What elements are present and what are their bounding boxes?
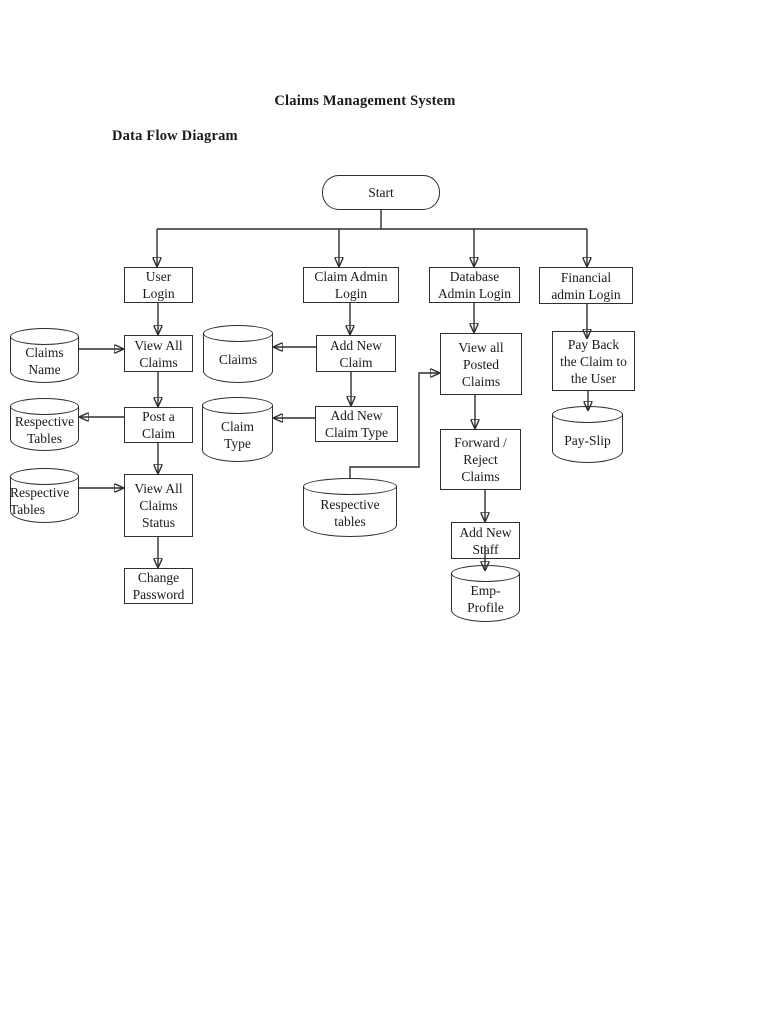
datastore-pay-slip: Pay-Slip [552,406,623,463]
node-add-new-claim-type: Add New Claim Type [315,406,398,442]
datastore-respective-tables-3: Respective tables [303,478,397,537]
datastore-claim-type-label: Claim Type [221,419,254,451]
diagram-subtitle: Data Flow Diagram [112,128,238,144]
node-add-new-staff-label: Add New Staff [459,524,512,557]
node-view-all-claims-status: View All Claims Status [124,474,193,537]
node-view-all-claims: View All Claims [124,335,193,372]
cylinder-top-ellipse [10,398,79,415]
datastore-respective-tables-2-label: Respective Tables [10,485,70,517]
datastore-claim-type: Claim Type [202,397,273,462]
datastore-claims-label: Claims [218,352,258,367]
datastore-respective-tables-1: Respective Tables [10,398,79,451]
cylinder-top-ellipse [303,478,397,495]
cylinder-top-ellipse [202,397,273,414]
node-claim-admin-login: Claim Admin Login [303,267,399,303]
node-view-all-claims-status-label: View All Claims Status [134,481,183,530]
cylinder-top-ellipse [10,328,79,345]
node-view-all-posted-claims-label: View all Posted Claims [458,339,504,389]
page-title: Claims Management System [274,93,456,109]
datastore-respective-tables-3-label: Respective tables [320,497,380,529]
node-view-all-posted-claims: View all Posted Claims [440,333,522,395]
datastore-respective-tables-2: Respective Tables [10,468,79,523]
node-add-new-claim-label: Add New Claim [329,337,383,370]
node-financial-admin-login: Financial admin Login [539,267,633,304]
datastore-pay-slip-label: Pay-Slip [564,432,611,448]
node-start-label: Start [368,185,394,200]
node-financial-admin-login-label: Financial admin Login [551,269,621,302]
node-change-password: Change Password [124,568,193,604]
node-add-new-staff: Add New Staff [451,522,520,559]
node-start: Start [322,175,440,210]
datastore-emp-profile: Emp- Profile [451,565,520,622]
node-add-new-claim-type-label: Add New Claim Type [325,408,388,440]
datastore-claims: Claims [203,325,273,383]
node-claim-admin-login-label: Claim Admin Login [314,269,388,301]
node-post-a-claim: Post a Claim [124,407,193,443]
node-pay-back-claim: Pay Back the Claim to the User [552,331,635,391]
datastore-claims-name-label: Claims Name [25,345,64,377]
node-post-a-claim-label: Post a Claim [142,409,175,441]
node-database-admin-login: Database Admin Login [429,267,520,303]
node-user-login-label: User Login [142,269,175,301]
node-database-admin-login-label: Database Admin Login [437,269,512,301]
node-add-new-claim: Add New Claim [316,335,396,372]
node-view-all-claims-label: View All Claims [134,337,183,370]
node-forward-reject-claims-label: Forward / Reject Claims [454,435,507,484]
node-user-login: User Login [124,267,193,303]
node-change-password-label: Change Password [132,570,185,602]
datastore-claims-name: Claims Name [10,328,79,383]
node-forward-reject-claims: Forward / Reject Claims [440,429,521,490]
node-pay-back-claim-label: Pay Back the Claim to the User [560,336,627,386]
cylinder-top-ellipse [203,325,273,342]
cylinder-shape [203,333,273,383]
cylinder-shape [552,414,623,463]
cylinder-top-ellipse [10,468,79,485]
datastore-respective-tables-1-label: Respective Tables [14,414,75,446]
datastore-emp-profile-label: Emp- Profile [467,583,504,615]
cylinder-shape [202,405,273,462]
